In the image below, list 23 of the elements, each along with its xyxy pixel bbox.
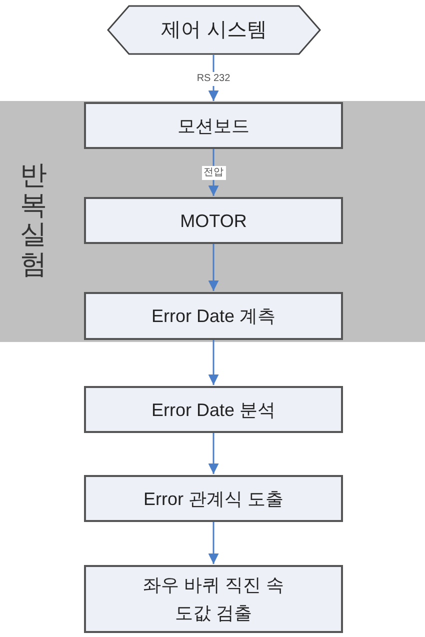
node-text: 제어 시스템 — [161, 18, 267, 43]
edge-label: RS 232 — [194, 72, 232, 86]
arrow — [208, 149, 219, 196]
process-box — [84, 565, 343, 633]
node-text: Error Date 분석 — [151, 398, 276, 422]
edge-label: 전압 — [202, 166, 226, 180]
arrow — [208, 340, 219, 385]
node-text: Error Date 계측 — [151, 305, 276, 328]
arrow — [208, 522, 219, 564]
node-text: Error 관계식 도출 — [143, 488, 284, 510]
process-box — [84, 102, 343, 149]
node-text: MOTOR — [180, 210, 247, 232]
terminal-hexagon — [107, 5, 321, 55]
process-box — [84, 475, 343, 522]
node-text: 좌우 바퀴 직진 속도값 검출 — [142, 574, 285, 625]
node-text: 모션보드 — [178, 114, 250, 138]
repeat-band — [0, 101, 425, 342]
arrow — [208, 433, 219, 474]
band-title: 반복 실험 — [20, 161, 47, 280]
process-box — [84, 386, 343, 433]
arrow — [208, 244, 219, 291]
process-box — [84, 197, 343, 244]
process-box — [84, 292, 343, 340]
